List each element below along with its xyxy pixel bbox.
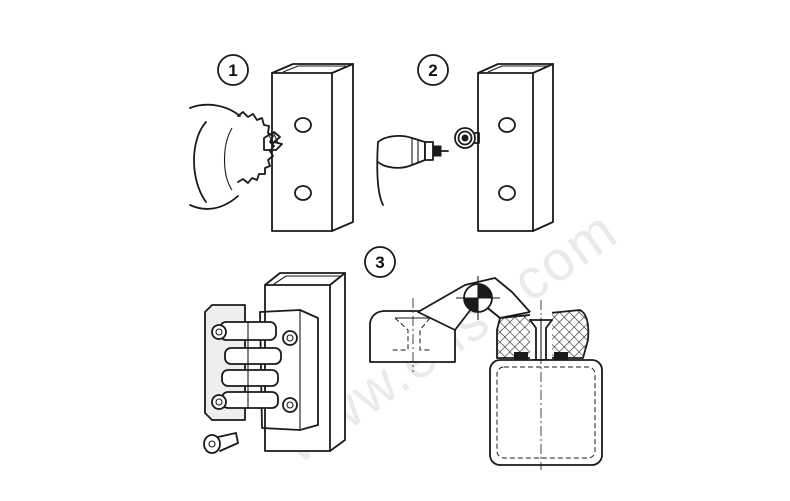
loose-screw (203, 432, 239, 454)
drill-icon (189, 103, 283, 210)
step-1-tube (271, 63, 354, 232)
step-1-number: 1 (228, 61, 237, 80)
section-view (369, 276, 603, 470)
rivet-nut-tool-icon (376, 135, 449, 206)
step-3-badge: 3 (364, 246, 396, 278)
step-3-number: 3 (375, 253, 384, 272)
hinge-assembly (204, 304, 319, 431)
step-2-badge: 2 (417, 54, 449, 86)
rivet-nut-insert (454, 127, 480, 149)
step-2-number: 2 (428, 61, 437, 80)
step-2-tube (477, 63, 554, 232)
step-1-badge: 1 (217, 54, 249, 86)
